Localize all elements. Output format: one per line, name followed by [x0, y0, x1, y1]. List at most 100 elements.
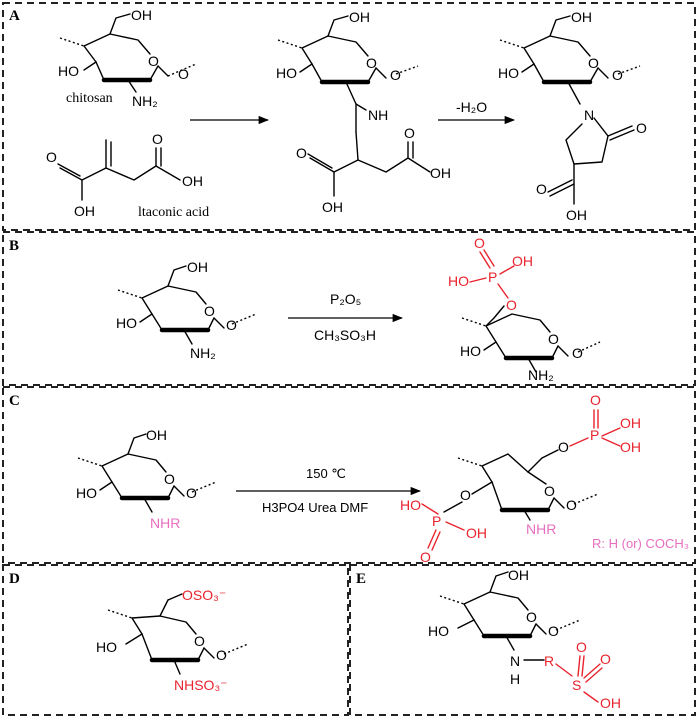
- a-reaction-label: -H₂O: [456, 99, 487, 115]
- a2-nh-label: NH: [368, 107, 388, 123]
- panel-a-letter: A: [9, 8, 20, 24]
- d-oso3-label: OSO₃⁻: [182, 587, 226, 603]
- a3-o-ketone: O: [636, 120, 647, 136]
- a3-n-label: N: [584, 107, 594, 123]
- a1-oh-label: OH: [131, 7, 152, 23]
- a3-oh-acid: OH: [566, 207, 587, 223]
- e-oh-top: OH: [508, 567, 529, 583]
- e-s-label: S: [572, 677, 581, 693]
- e-r-label: R: [544, 653, 554, 669]
- a2-o-label: O: [390, 67, 401, 83]
- e-o-label: O: [548, 623, 559, 639]
- panel-a-frame: [2, 2, 696, 231]
- c-r-note: R: H (or) COCH₃: [592, 536, 689, 551]
- e-ring-o-label: O: [526, 609, 537, 625]
- a3-o-acid: O: [536, 181, 547, 197]
- c-condition-top: 150 ℃: [306, 466, 346, 481]
- panel-b-chitosan-structure: OH O O HO NH₂: [116, 259, 257, 361]
- d-ho-label: HO: [96, 639, 117, 655]
- b1-ring-o-label: O: [204, 303, 215, 319]
- a2-oh-left: OH: [322, 199, 343, 215]
- a3-o-label: O: [612, 67, 623, 83]
- a-ita-oh-left: OH: [74, 203, 95, 219]
- e-o-right: O: [600, 651, 611, 667]
- panel-e-structure: OH O O HO N H R S O O OH: [428, 567, 621, 711]
- c2-o-top: O: [590, 392, 601, 408]
- panel-c-product-structure: O P OH OH O O O O P HO OH O NHR: [400, 392, 641, 565]
- panel-c-chitosan-structure: OH O O HO NHR: [76, 427, 217, 531]
- a3-ring-o-label: O: [588, 55, 599, 71]
- c2-ring-o-label: O: [544, 483, 555, 499]
- b2-o-link: O: [506, 297, 517, 313]
- c2-nhr-label: NHR: [526, 521, 556, 537]
- a2-oh-right: OH: [430, 165, 451, 181]
- d-nhso3-label: NHSO₃⁻: [174, 677, 228, 693]
- a-ita-o-top: O: [152, 131, 163, 147]
- e-h-label: H: [510, 671, 520, 687]
- panel-a-itaconic-acid-structure: O OH O OH ltaconic acid: [46, 131, 209, 220]
- d-o-label: O: [216, 647, 227, 663]
- b-reagent-bottom: CH₃SO₃H: [314, 327, 376, 343]
- b2-oh-label: OH: [512, 253, 533, 269]
- e-o-top: O: [576, 639, 587, 655]
- c2-oh-lower: OH: [466, 525, 487, 541]
- b1-ho-label: HO: [116, 315, 137, 331]
- a1-ho-label: HO: [58, 63, 79, 79]
- b1-o-label: O: [226, 317, 237, 333]
- c2-o-link: O: [558, 439, 569, 455]
- e-ho-label: HO: [428, 623, 449, 639]
- panel-e-frame: [349, 564, 696, 716]
- panel-b-product-structure: O P HO OH O O O HO NH₂: [448, 235, 601, 383]
- panel-d-letter: D: [9, 571, 20, 587]
- b2-o-top: O: [474, 235, 485, 251]
- panel-d-frame: [2, 564, 349, 716]
- b-reagent-top: P₂O₅: [330, 291, 361, 307]
- a3-oh-label: OH: [571, 9, 592, 25]
- a3-ho-label: HO: [498, 65, 519, 81]
- a-itaconic-label: ltaconic acid: [138, 205, 209, 220]
- c1-oh-label: OH: [146, 427, 167, 443]
- panel-e-letter: E: [356, 571, 366, 587]
- panel-b-frame: [2, 231, 696, 386]
- a-ita-oh-right: OH: [182, 173, 203, 189]
- panel-a-chitosan-structure: OH O O HO NH₂ chitosan: [58, 7, 197, 109]
- panel-a-intermediate-structure: OH O O HO NH O OH O OH: [276, 9, 451, 215]
- c2-o-lower-dbl: O: [420, 549, 431, 565]
- b2-o-label: O: [572, 345, 583, 361]
- d-ring-o-label: O: [194, 633, 205, 649]
- c2-oh-top1: OH: [620, 415, 641, 431]
- c1-ho-label: HO: [76, 485, 97, 501]
- c2-ho-lower: HO: [400, 497, 421, 513]
- a1-o-label: O: [178, 66, 189, 82]
- b2-ho-ring: HO: [460, 343, 481, 359]
- b2-nh2-label: NH₂: [528, 367, 554, 383]
- a2-o-left: O: [296, 145, 307, 161]
- panel-c-frame: [2, 386, 696, 564]
- a2-ring-o-label: O: [366, 55, 377, 71]
- panel-d-structure: OSO₃⁻ O O HO NHSO₃⁻: [96, 587, 249, 693]
- a1-ring-o-label: O: [148, 53, 159, 69]
- c1-ring-o-label: O: [164, 471, 175, 487]
- e-oh-red: OH: [600, 695, 621, 711]
- panel-b-letter: B: [9, 238, 19, 254]
- b2-ring-o-label: O: [548, 331, 559, 347]
- panel-a-product-structure: OH O O HO N O O OH: [498, 9, 647, 223]
- c2-p-top: P: [590, 427, 599, 443]
- c2-oh-top2: OH: [620, 439, 641, 455]
- b1-oh-label: OH: [187, 259, 208, 275]
- b2-p-label: P: [488, 269, 497, 285]
- c-condition-bottom: H3PO4 Urea DMF: [262, 500, 368, 515]
- panel-c-letter: C: [9, 393, 20, 409]
- c2-o-label: O: [566, 497, 577, 513]
- a2-o-top: O: [404, 125, 415, 141]
- c1-o-label: O: [186, 485, 197, 501]
- c1-nhr-label: NHR: [150, 515, 180, 531]
- a-chitosan-label: chitosan: [66, 91, 113, 106]
- c2-o-lower: O: [460, 487, 471, 503]
- c2-p-lower: P: [432, 513, 441, 529]
- e-n-label: N: [510, 653, 520, 669]
- a1-nh2-label: NH₂: [132, 93, 158, 109]
- a-ita-o-left: O: [46, 149, 57, 165]
- a2-oh-label: OH: [349, 9, 370, 25]
